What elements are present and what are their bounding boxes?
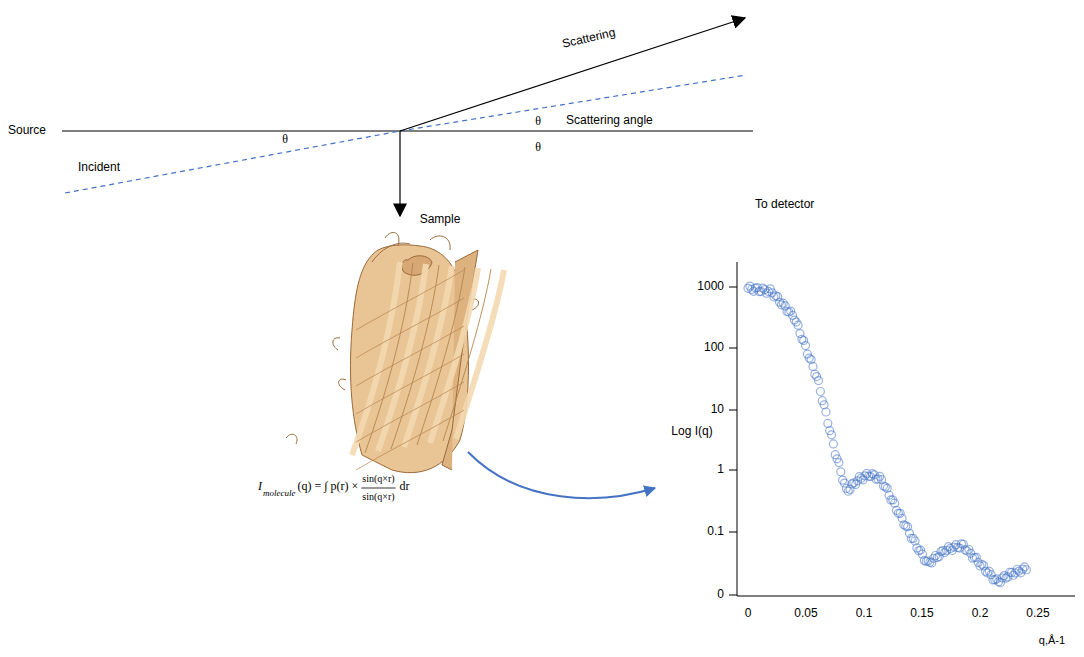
formula-part: molecule [263, 488, 295, 498]
data-point [909, 534, 917, 542]
formula-part: sin(q×r) [362, 491, 394, 503]
tick [729, 470, 737, 471]
data-point [1009, 571, 1017, 579]
scattering-arrow [400, 18, 745, 131]
protein-illustration [286, 232, 479, 472]
tick [729, 410, 737, 411]
tick-label: 1 [717, 463, 724, 477]
tick-label: 0.05 [794, 607, 817, 621]
strand [356, 382, 464, 442]
tick-label: 0.25 [1026, 607, 1049, 621]
data-point [809, 362, 817, 370]
formula-part: dr [400, 480, 410, 494]
text-label: Scattering angle [566, 114, 653, 128]
tick [729, 595, 737, 596]
tick-label: 0.1 [707, 525, 724, 539]
tick-label: 0 [717, 588, 724, 602]
fraction-bar [361, 488, 395, 489]
formula-part: sin(q×r) [362, 473, 394, 485]
strand [356, 298, 464, 358]
y-ticks [729, 287, 737, 595]
strand [356, 354, 464, 414]
data-point [829, 440, 837, 448]
tick-label: 10 [711, 403, 724, 417]
tick [729, 348, 737, 349]
text-label: θ [535, 141, 541, 155]
x-axis [737, 596, 1075, 597]
data-point [794, 321, 802, 329]
data-point [828, 431, 836, 439]
reference-dashed [400, 75, 746, 131]
strand [356, 410, 464, 470]
tick-label: 0.1 [856, 607, 873, 621]
strand [356, 270, 464, 330]
tick-label: 0.15 [910, 607, 933, 621]
formula-part: (q) = ∫ p(r) × [297, 480, 358, 494]
strand [378, 264, 426, 451]
data-point [816, 388, 824, 396]
text-label: Log I(q) [671, 425, 712, 439]
tick-label: 1000 [697, 280, 724, 294]
data-point [935, 553, 943, 561]
data-point [779, 299, 787, 307]
strand [356, 326, 464, 386]
text-label: To detector [755, 198, 814, 212]
data-point [837, 468, 845, 476]
data-point [941, 549, 949, 557]
curved-arrow [468, 452, 655, 498]
text-label: Scattering [561, 26, 617, 52]
y-axis [737, 262, 738, 596]
text-label: Incident [78, 161, 120, 175]
data-point [835, 459, 843, 467]
data-point [1022, 566, 1030, 574]
incident-dashed [65, 131, 400, 193]
text-label: Source [8, 124, 46, 138]
data-point [822, 408, 830, 416]
data-point [896, 509, 904, 517]
text-label: q,Å-1 [1039, 634, 1065, 647]
formula-part: I [258, 480, 262, 494]
data-point [844, 487, 852, 495]
data-point [972, 553, 980, 561]
text-label: θ [282, 133, 288, 147]
tick [729, 287, 737, 288]
sample-arrow [399, 131, 400, 216]
text-label: θ [535, 115, 541, 129]
tick-label: 0 [745, 607, 752, 621]
strand [352, 262, 400, 455]
source-beam [62, 130, 753, 131]
tick [729, 532, 737, 533]
data-point [800, 337, 808, 345]
data-point [802, 342, 810, 350]
beta-strands [352, 262, 504, 470]
strand [430, 268, 478, 443]
data-points [744, 282, 1030, 586]
tick-label: 0.2 [972, 607, 989, 621]
text-label: Sample [420, 213, 461, 227]
data-point [815, 377, 823, 385]
tick-label: 100 [704, 341, 724, 355]
